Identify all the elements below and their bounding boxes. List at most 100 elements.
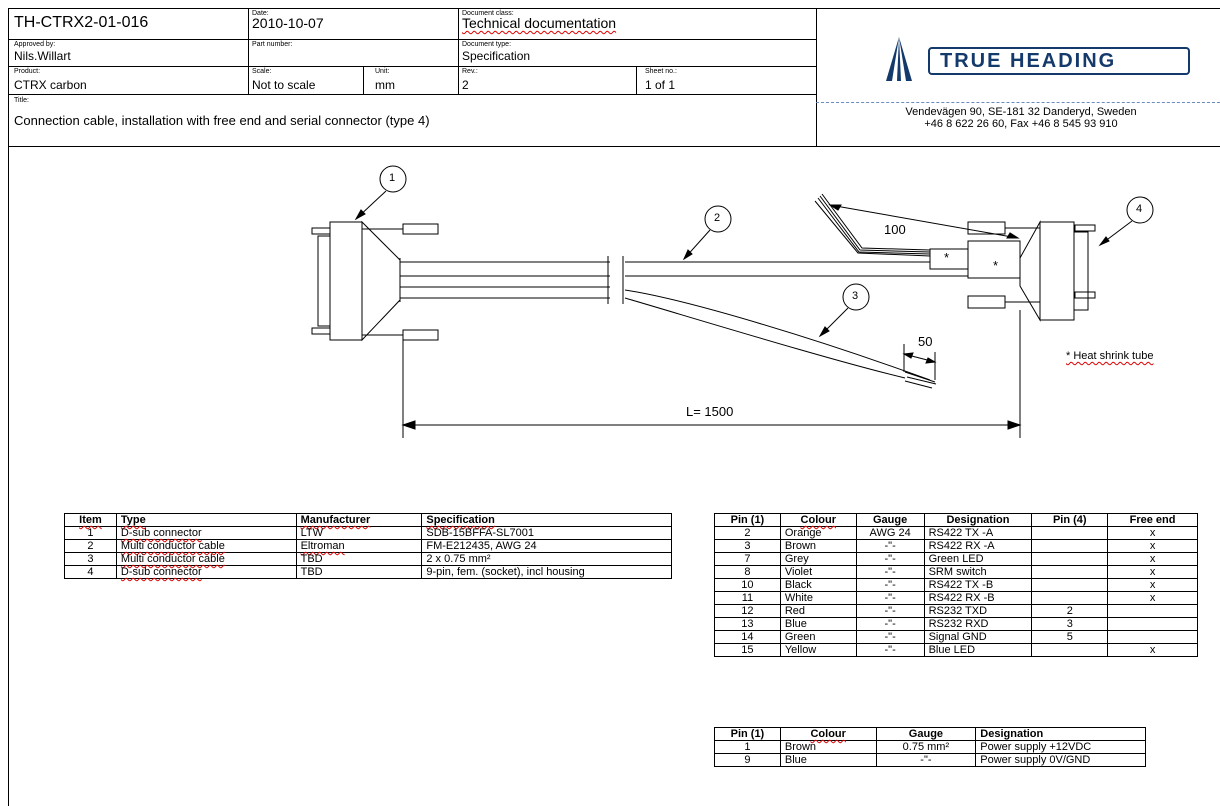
pin-cell: 13 <box>714 617 781 631</box>
compass-needle-icon <box>886 37 912 81</box>
date-value: 2010-10-07 <box>252 15 324 31</box>
item-manufacturer: TBD <box>295 552 423 566</box>
table-row: 1 D-sub connector LTW SDB-15BFFA-SL7001 <box>64 526 672 540</box>
designation-cell: Green LED <box>923 552 1033 566</box>
free-end-cell: x <box>1107 526 1198 540</box>
cable-left-segment <box>400 256 624 304</box>
dimension-50 <box>902 344 937 380</box>
callout-3-label: 3 <box>852 290 859 302</box>
item-manufacturer: Eltroman <box>295 539 423 553</box>
heat-shrink-star-2: * <box>993 258 999 273</box>
approved-by-label: Approved by: <box>14 41 56 48</box>
pin-cell: 10 <box>714 578 781 592</box>
gauge-cell: -"- <box>855 552 925 566</box>
colour-cell: Black <box>779 578 857 592</box>
cable-drawing <box>311 165 1154 438</box>
item-specification: FM-E212435, AWG 24 <box>421 539 672 553</box>
colour-cell: Yellow <box>779 643 857 657</box>
pin-table-header: Pin (1) Colour Gauge Designation Pin (4)… <box>714 513 1198 527</box>
free-end-cell: x <box>1107 578 1198 592</box>
pin-cell: 1 <box>714 740 781 754</box>
colour-cell: Orange <box>779 526 857 540</box>
free-end-cell: x <box>1107 643 1198 657</box>
dimension-100 <box>828 204 1020 239</box>
callout-4-label: 4 <box>1136 203 1143 215</box>
power-header-colour: Colour <box>779 727 877 741</box>
free-end-cell <box>1107 617 1198 631</box>
approved-by-value: Nils.Willart <box>14 49 71 63</box>
gauge-cell: -"- <box>855 539 925 553</box>
colour-cell: Brown <box>779 740 877 754</box>
item-type: Multi conductor cable <box>115 539 297 553</box>
colour-cell: Blue <box>779 617 857 631</box>
designation-cell: Blue LED <box>923 643 1033 657</box>
callout-circles <box>354 165 1154 338</box>
pin-table: Pin (1) Colour Gauge Designation Pin (4)… <box>714 513 1198 657</box>
unit-label: Unit: <box>375 68 390 75</box>
gauge-cell: -"- <box>875 753 977 767</box>
pin-header-pin1: Pin (1) <box>714 513 781 527</box>
colour-cell: Brown <box>779 539 857 553</box>
pin-cell: 9 <box>714 753 781 767</box>
revision-value: 2 <box>462 78 469 92</box>
dimension-100-label: 100 <box>884 222 906 237</box>
item-type: D-sub connector <box>115 526 297 540</box>
colour-cell: Violet <box>779 565 857 579</box>
heat-shrink-star-1: * <box>944 250 950 265</box>
free-end-cell <box>1107 604 1198 618</box>
item-manufacturer: LTW <box>295 526 423 540</box>
cable-item-3 <box>624 289 937 389</box>
document-title: Connection cable, installation with free… <box>14 113 430 128</box>
pin-cell: 7 <box>714 552 781 566</box>
company-address: Vendevägen 90, SE-181 32 Danderyd, Swede… <box>836 106 1206 130</box>
pin4-cell: 3 <box>1031 617 1109 631</box>
logo-text: TRUE HEADING <box>940 50 1117 72</box>
item-number: 2 <box>64 539 117 553</box>
free-end-cell: x <box>1107 565 1198 579</box>
item-number: 3 <box>64 552 117 566</box>
colour-cell: Grey <box>779 552 857 566</box>
gauge-cell: AWG 24 <box>855 526 925 540</box>
title-block <box>8 8 1220 147</box>
designation-cell: Signal GND <box>923 630 1033 644</box>
product-label: Product: <box>14 68 41 75</box>
colour-cell: Green <box>779 630 857 644</box>
cable-item-2 <box>625 193 1021 279</box>
free-end-cell: x <box>1107 552 1198 566</box>
document-class-value: Technical documentation <box>462 15 617 31</box>
items-header-manufacturer: Manufacturer <box>295 513 423 527</box>
callout-2-label: 2 <box>714 212 721 224</box>
item-type: Multi conductor cable <box>115 552 297 566</box>
part-number-label: Part number: <box>252 41 293 48</box>
product-value: CTRX carbon <box>14 78 87 92</box>
items-header-type: Type <box>115 513 297 527</box>
items-header-item: Item <box>64 513 117 527</box>
revision-label: Rev.: <box>462 68 478 75</box>
pin4-cell: 2 <box>1031 604 1109 618</box>
document-class-label: Document class: <box>462 10 514 17</box>
designation-cell: Power supply 0V/GND <box>975 753 1146 767</box>
unit-value: mm <box>375 78 395 92</box>
items-table-header: Item Type Manufacturer Specification <box>64 513 672 527</box>
document-type-value: Specification <box>462 49 531 63</box>
date-label: Date: <box>252 10 269 17</box>
colour-cell: Red <box>779 604 857 618</box>
company-logo: TRUE HEADING <box>858 37 1196 81</box>
title-label: Title: <box>14 97 29 104</box>
power-header-gauge: Gauge <box>875 727 977 741</box>
pin4-cell <box>1031 526 1109 540</box>
item-specification: 2 x 0.75 mm² <box>421 552 672 566</box>
designation-cell: RS422 RX -B <box>923 591 1033 605</box>
gauge-cell: -"- <box>855 565 925 579</box>
pin-cell: 12 <box>714 604 781 618</box>
pin-cell: 2 <box>714 526 781 540</box>
designation-cell: RS232 RXD <box>923 617 1033 631</box>
item-manufacturer: TBD <box>295 565 423 579</box>
power-header-pin1: Pin (1) <box>714 727 781 741</box>
